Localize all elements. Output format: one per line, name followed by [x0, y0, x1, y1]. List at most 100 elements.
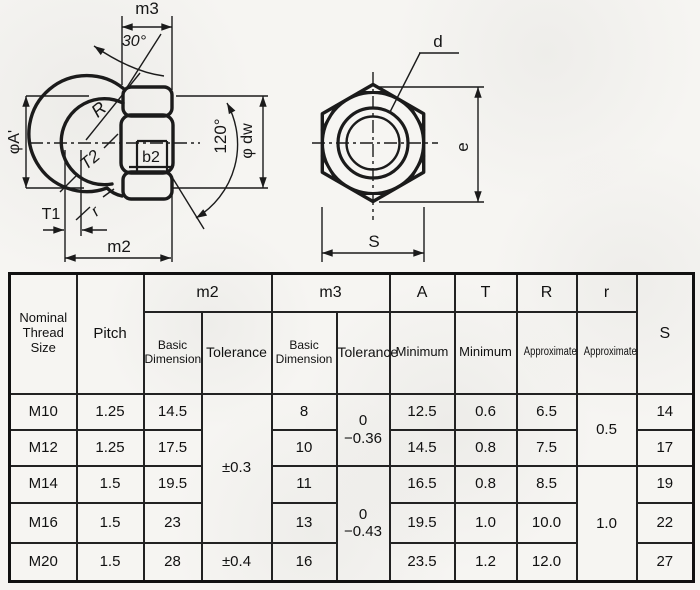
header-R-approximate: Approximate: [515, 310, 578, 395]
cell-R-approx: 8.5: [515, 464, 578, 504]
dome-outer-arc: [27, 73, 126, 198]
header-A: A: [388, 272, 456, 313]
header-T: T: [453, 272, 518, 313]
cell-m2-basic: 28: [142, 541, 203, 583]
cell-m3-basic: 16: [270, 541, 338, 583]
header-m2-basic-dimension: Basic Dimension: [142, 310, 203, 395]
cell-s: 19: [635, 464, 695, 504]
label-phi-dw: φ dw: [239, 123, 256, 159]
front-view-drawing: d e S: [312, 32, 484, 262]
cell-m3-tolerance: 0 −0.43: [335, 464, 391, 583]
cell-a-min: 14.5: [388, 428, 456, 467]
side-view-drawing: m3 30° R T2 b2 φA' T1 r m2 120° φ dw: [6, 0, 268, 262]
cell-m2-tolerance: ±0.4: [200, 541, 273, 583]
hexagon: [320, 82, 426, 204]
cell-r-approx: 1.0: [575, 464, 638, 583]
header-S: S: [635, 272, 695, 395]
cell-t-min: 0.8: [453, 428, 518, 467]
cell-s: 22: [635, 501, 695, 544]
cell-R-approx: 10.0: [515, 501, 578, 544]
cell-size: M10: [8, 392, 78, 431]
tolerance-upper: 0: [358, 412, 368, 430]
cell-t-min: 0.8: [453, 464, 518, 504]
label-m2: m2: [107, 237, 131, 256]
tolerance-lower: −0.36: [344, 429, 382, 447]
label-r: r: [88, 203, 104, 220]
table-row-m12: M12 1.25 17.5 10 14.5 0.8 7.5 17: [8, 428, 695, 467]
cell-a-min: 19.5: [388, 501, 456, 544]
cap-nut-outline: [27, 73, 175, 201]
cell-pitch: 1.25: [75, 428, 145, 467]
cell-size: M20: [8, 541, 78, 583]
cell-m3-basic: 8: [270, 392, 338, 431]
cell-m3-tolerance: 0 −0.36: [335, 392, 391, 467]
cell-a-min: 23.5: [388, 541, 456, 583]
cell-R-approx: 6.5: [515, 392, 578, 431]
cell-s: 14: [635, 392, 695, 431]
label-phi-A: φA': [6, 130, 23, 154]
header-group-m2: m2: [142, 272, 273, 313]
hex-top-facet: [121, 85, 174, 118]
header-R: R: [515, 272, 578, 313]
cell-m2-tolerance: ±0.3: [200, 392, 273, 544]
header-m3-tolerance: Tolerance: [335, 310, 398, 395]
cell-t-min: 0.6: [453, 392, 518, 431]
cell-m2-basic: 19.5: [142, 464, 203, 504]
cell-size: M14: [8, 464, 78, 504]
cell-R-approx: 7.5: [515, 428, 578, 467]
label-e: e: [453, 142, 472, 151]
header-group-m3: m3: [270, 272, 391, 313]
cell-size: M16: [8, 501, 78, 544]
label-b2: b2: [142, 149, 160, 166]
cell-m3-basic: 13: [270, 501, 338, 544]
side-view-dimension-lines: [22, 16, 268, 262]
thread-hole-detail: [129, 139, 173, 171]
hex-bottom-facet: [121, 170, 174, 201]
cell-a-min: 12.5: [388, 392, 456, 431]
front-view-dimension-lines: [312, 52, 484, 262]
dome-inner-arc: [59, 97, 125, 187]
corner-chamfer-lines: [320, 91, 426, 195]
cell-pitch: 1.5: [75, 501, 145, 544]
cell-m2-basic: 17.5: [142, 428, 203, 467]
cell-s: 17: [635, 428, 695, 467]
thread-outer-circle: [336, 106, 410, 180]
cell-t-min: 1.2: [453, 541, 518, 583]
table-row-m14: M14 1.5 19.5 11 0 −0.43 16.5 0.8 8.5 1.0…: [8, 464, 695, 583]
table-row-m10: M10 1.25 14.5 ±0.3 8 0 −0.36 12.5 0.6 6.…: [8, 392, 695, 544]
label-d: d: [433, 32, 442, 51]
dimension-table: Nominal Thread Size Pitch m2 m3 A T R r …: [8, 272, 696, 583]
tolerance-upper: 0: [358, 506, 368, 523]
cell-t-min: 1.0: [453, 501, 518, 544]
label-120deg: 120°: [211, 118, 230, 153]
cell-s: 27: [635, 541, 695, 583]
hex-nut-outline: [320, 82, 426, 204]
table-row-m16: M16 1.5 23 13 19.5 1.0 10.0 22: [8, 501, 695, 544]
cell-m2-basic: 23: [142, 501, 203, 544]
thread-inner-circle: [345, 115, 401, 171]
tolerance-lower: −0.43: [344, 523, 382, 541]
cell-R-approx: 12.0: [515, 541, 578, 583]
table-row-m20: M20 1.5 28 ±0.4 16 23.5 1.2 12.0 27: [8, 541, 695, 583]
cell-r-approx: 0.5: [575, 392, 638, 467]
header-nominal-thread-size: Nominal Thread Size: [8, 272, 78, 395]
cell-pitch: 1.5: [75, 464, 145, 504]
header-m3-basic-dimension: Basic Dimension: [270, 310, 338, 395]
header-r: r: [575, 272, 638, 313]
cell-pitch: 1.5: [75, 541, 145, 583]
header-m2-tolerance: Tolerance: [200, 310, 273, 395]
cell-a-min: 16.5: [388, 464, 456, 504]
label-m3: m3: [135, 0, 159, 18]
cell-m3-basic: 11: [270, 464, 338, 504]
header-T-minimum: Minimum: [453, 310, 518, 395]
cell-size: M12: [8, 428, 78, 467]
label-S: S: [368, 232, 379, 251]
label-T1: T1: [42, 206, 61, 223]
header-pitch: Pitch: [75, 272, 145, 395]
label-30deg: 30°: [122, 33, 147, 50]
cell-m2-basic: 14.5: [142, 392, 203, 431]
header-A-minimum: Minimum: [388, 310, 456, 395]
cell-m3-basic: 10: [270, 428, 338, 467]
header-r-approximate: Approximate: [575, 310, 638, 395]
